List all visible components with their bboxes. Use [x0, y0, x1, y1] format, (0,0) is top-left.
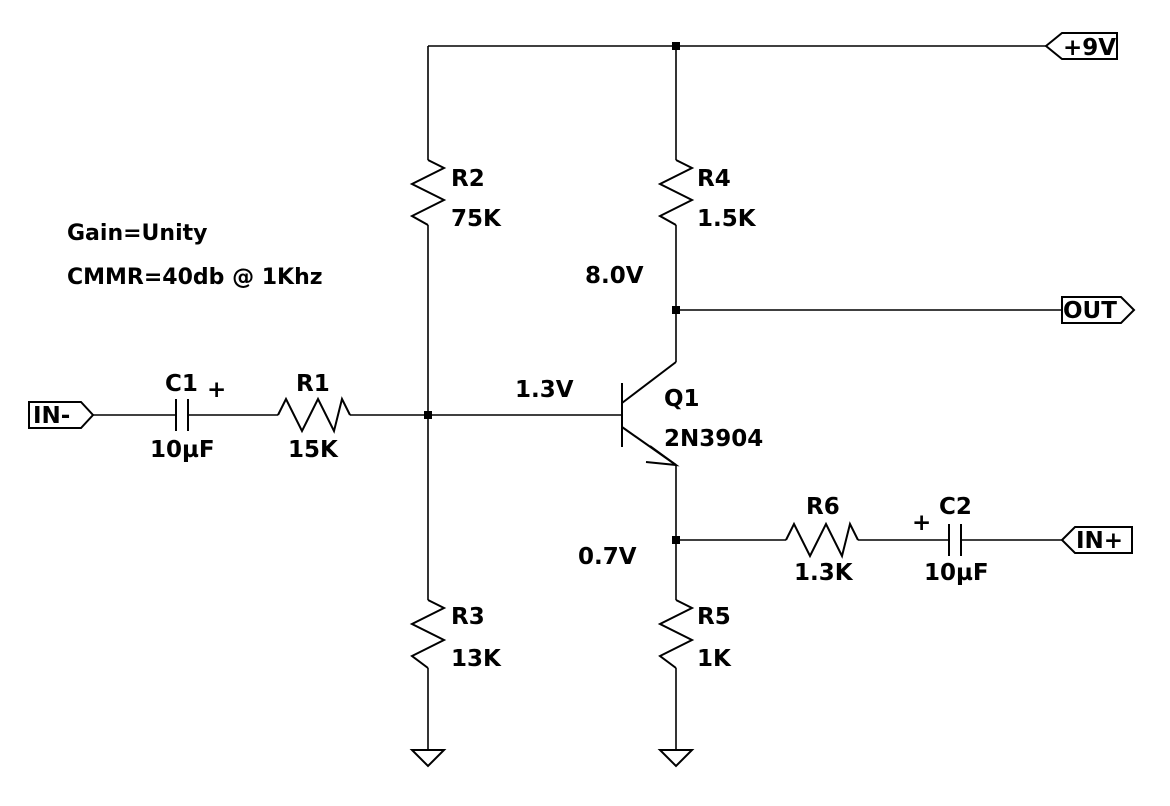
r1-value: 15K — [288, 437, 339, 463]
resistor-r5 — [657, 599, 695, 669]
transistor-q1 — [621, 361, 680, 467]
capacitor-c1 — [175, 399, 189, 431]
q1-emitter-arrow — [645, 445, 680, 467]
c1-ref: C1 — [165, 371, 198, 397]
r3-value: 13K — [451, 646, 502, 672]
r6-value: 1.3K — [794, 560, 854, 586]
q1-ref: Q1 — [664, 386, 700, 412]
junction-vcc — [672, 42, 680, 50]
resistor-r4 — [657, 159, 695, 226]
voltage-collector: 8.0V — [585, 263, 644, 289]
q1-collector-lead — [621, 361, 677, 404]
junction-emitter — [672, 536, 680, 544]
resistor-r1 — [277, 396, 351, 434]
wires — [93, 45, 1062, 750]
junctions — [424, 42, 680, 544]
note-gain: Gain=Unity — [67, 221, 207, 246]
port-out-label: OUT — [1063, 298, 1117, 324]
r2-value: 75K — [451, 206, 502, 232]
r4-value: 1.5K — [697, 206, 757, 232]
note-cmmr: CMMR=40db @ 1Khz — [67, 265, 323, 290]
c2-polarity: + — [912, 510, 931, 536]
ground-left-icon — [409, 749, 447, 768]
r6-ref: R6 — [806, 494, 840, 520]
r1-ref: R1 — [296, 371, 330, 397]
ground-right-icon — [657, 749, 695, 768]
port-in-minus-label: IN- — [33, 403, 70, 429]
junction-out — [672, 306, 680, 314]
port-in-plus: IN+ — [1060, 526, 1133, 554]
resistor-r3 — [409, 599, 447, 669]
port-vcc-label: +9V — [1063, 35, 1116, 61]
port-in-minus: IN- — [28, 401, 95, 429]
capacitor-c2 — [948, 524, 962, 556]
port-vcc: +9V — [1044, 32, 1118, 61]
c2-ref: C2 — [939, 494, 972, 520]
r2-ref: R2 — [451, 166, 485, 192]
r5-value: 1K — [697, 646, 732, 672]
junction-base — [424, 411, 432, 419]
r5-ref: R5 — [697, 604, 731, 630]
r4-ref: R4 — [697, 166, 731, 192]
voltage-emitter: 0.7V — [578, 544, 637, 570]
r3-ref: R3 — [451, 604, 485, 630]
voltage-base: 1.3V — [515, 377, 574, 403]
c1-value: 10µF — [150, 437, 215, 463]
q1-value: 2N3904 — [664, 426, 763, 452]
port-in-plus-label: IN+ — [1076, 528, 1123, 554]
c2-value: 10µF — [924, 560, 989, 586]
c1-polarity: + — [207, 377, 226, 403]
port-out: OUT — [1061, 296, 1136, 324]
resistor-r2 — [409, 159, 447, 226]
resistor-r6 — [785, 521, 859, 559]
